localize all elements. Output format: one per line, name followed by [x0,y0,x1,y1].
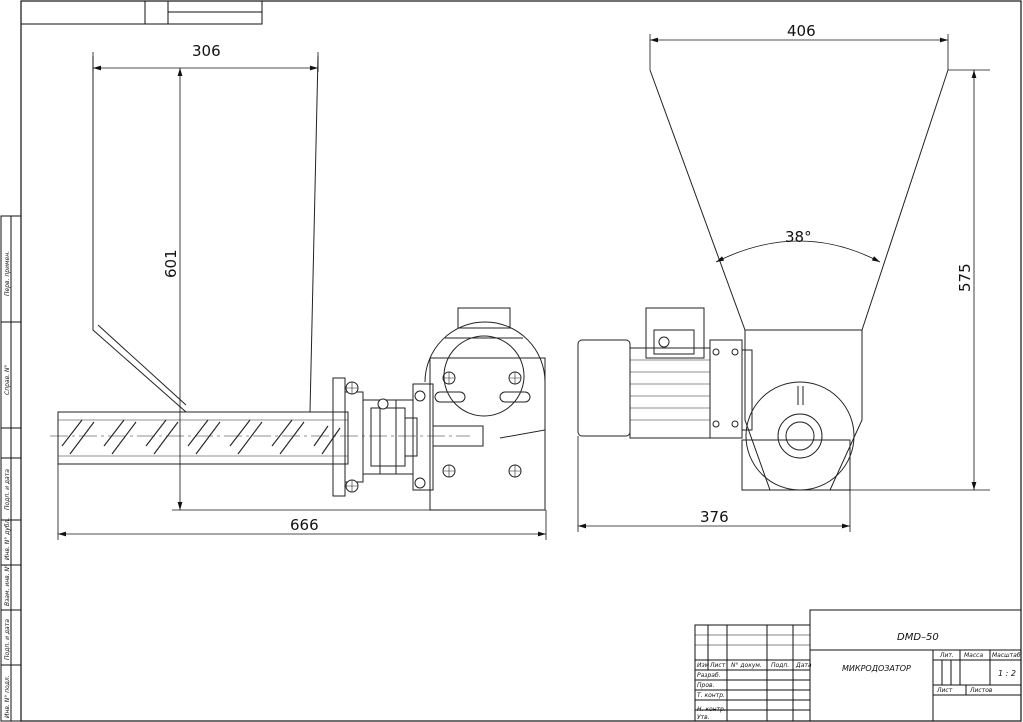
label-massa: Масса [964,652,983,659]
sidebar-sprav-no: Справ. N° [4,365,11,395]
row-prov: Пров. [697,682,715,689]
header-izm: Изм [697,662,710,669]
sidebar-podp-data-2: Подп. и дата [4,619,11,660]
dim-cone-width: 406 [787,22,816,40]
row-utv: Утв. [697,714,710,721]
front-dimensions [57,52,547,540]
label-sheet: Лист [936,687,953,694]
header-podp: Подп. [771,662,789,669]
row-nkontr: Н. контр. [697,706,726,713]
sidebar-perv-primen: Перв. примен. [4,251,11,296]
row-razrab: Разраб. [697,672,721,679]
dim-cone-angle: 38° [785,228,812,246]
title-block [694,609,1022,722]
side-view [577,69,949,491]
scale-value: 1 : 2 [998,669,1016,678]
front-view [50,55,546,511]
label-sheets: Листов [969,687,993,694]
dim-side-width: 376 [700,508,729,526]
sidebar-vzam-inv: Взам. инв. N° [4,564,11,606]
label-lit: Лит. [939,652,954,659]
sidebar-podp-data-1: Подп. и дата [4,469,11,510]
header-doc: N° докум. [731,662,762,669]
title-name: МИКРОДОЗАТОР [842,664,911,673]
sidebar-inv-dubl: Инв. N° дубл. [4,518,11,560]
sidebar-inv-podl: Инв. N° подл. [4,675,11,718]
row-tkontr: Т. контр. [697,692,725,699]
label-masshtab: Масштаб [992,652,1021,659]
dim-hopper-width: 306 [192,42,221,60]
side-dimensions [577,34,990,532]
dim-total-height: 575 [956,263,974,292]
header-list: Лист [709,662,726,669]
dim-overall-length: 666 [290,516,319,534]
header-data: Дата [795,662,812,669]
dim-hopper-height: 601 [162,249,180,278]
title-designation: DMD–50 [897,632,939,643]
